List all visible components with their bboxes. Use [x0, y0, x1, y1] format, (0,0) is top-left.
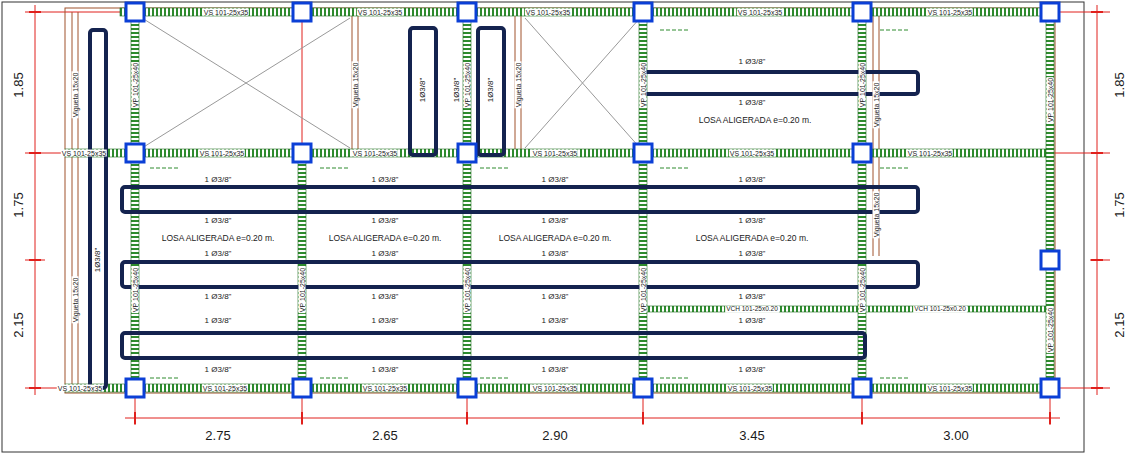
beam-label: VCH 101-25x0.20: [913, 306, 967, 313]
beam-label: VP 101-25x40: [1047, 307, 1054, 353]
rebar-label: 1 Ø3/8": [739, 217, 766, 225]
beam-label: VS 101-25x35: [907, 150, 953, 157]
beam-label: VP 101-25x40: [1047, 77, 1054, 123]
dimension-label: 1.75: [1113, 192, 1126, 217]
rebar-label: 1 Ø3/8": [205, 317, 232, 325]
slab-label: LOSA ALIGERADA e=0.20 m.: [499, 234, 612, 243]
rebar-label: 1 Ø3/8": [542, 293, 569, 301]
rebar-label: 1 Ø3/8": [205, 250, 232, 258]
rebar-label: 1 Ø3/8": [542, 366, 569, 374]
joist-label: Vigueta 15x20: [873, 82, 880, 129]
beam-label: VS 101-25x35: [927, 9, 973, 16]
beam-label: VS 101-25x35: [203, 9, 249, 16]
rebar-label: 1 Ø3/8": [739, 293, 766, 301]
rebar-label: 1 Ø3/8": [205, 366, 232, 374]
joist-label: Vigueta 15x20: [873, 192, 880, 239]
beam-label: VS 101-25x35: [532, 385, 578, 392]
slab-label: LOSA ALIGERADA e=0.20 m.: [162, 234, 275, 243]
beam-label: VP 101-25x40: [640, 267, 647, 313]
slab-label: LOSA ALIGERADA e=0.20 m.: [696, 234, 809, 243]
rebar-label: 1 Ø3/8": [372, 366, 399, 374]
rebar-label: 1 Ø3/8": [542, 317, 569, 325]
rebar-label: 1Ø3/8": [419, 78, 427, 103]
beam-label: VS 101-25x35: [729, 150, 775, 157]
rebar-label: 1 Ø3/8": [205, 176, 232, 184]
joist-label: Vigueta 15x20: [72, 72, 79, 119]
beam-label: VP 101-25x40: [299, 267, 306, 313]
rebar-label: 1 Ø3/8": [739, 58, 766, 66]
dimension-label: 2.90: [542, 429, 567, 442]
beam-label: VS 101-25x35: [737, 9, 783, 16]
rebar-label: 1 Ø3/8": [542, 250, 569, 258]
dimension-label: 1.75: [12, 192, 25, 217]
rebar-label: 1 Ø3/8": [739, 99, 766, 107]
dimension-label: 1.85: [12, 72, 25, 97]
rebar-label: 1 Ø3/8": [739, 366, 766, 374]
rebar-label: 1 Ø3/8": [205, 293, 232, 301]
beam-label: VP 101-25x40: [859, 267, 866, 313]
slab-label: LOSA ALIGERADA e=0.20 m.: [699, 116, 812, 125]
rebar-label: 1 Ø3/8": [372, 293, 399, 301]
joist-label: Vigueta 15x20: [352, 62, 359, 109]
beam-label: VP 101-25x40: [464, 267, 471, 313]
joist-label: Vigueta 15x20: [515, 62, 522, 109]
dimension-label: 2.15: [1113, 312, 1126, 337]
beam-label: VS 101-25x35: [352, 150, 398, 157]
beam-label: VP 101-25x40: [859, 62, 866, 108]
rebar-label: 1 Ø3/8": [542, 217, 569, 225]
beam-label: VS 101-25x35: [202, 385, 248, 392]
dimension-label: 2.75: [205, 429, 230, 442]
beam-label: VS 101-25x35: [57, 385, 103, 392]
rebar-label: 1 Ø3/8": [739, 317, 766, 325]
slab-label: LOSA ALIGERADA e=0.20 m.: [329, 234, 442, 243]
beam-label: VS 101-25x35: [357, 9, 403, 16]
joist-label: Vigueta 15x20: [72, 277, 79, 324]
rebar-label: 1 Ø3/8": [372, 217, 399, 225]
rebar-label: 1 Ø3/8": [372, 176, 399, 184]
rebar-label: 1 Ø3/8": [372, 250, 399, 258]
beam-label: VP 101-25x40: [640, 62, 647, 108]
rebar-label: 1 Ø3/8": [739, 250, 766, 258]
beam-label: VS 101-25x35: [362, 385, 408, 392]
dimension-label: 2.65: [372, 429, 397, 442]
beam-label: VCH 101-25x0.20: [725, 306, 779, 313]
beam-label: VP 101-25x40: [132, 267, 139, 313]
rebar-label: 1Ø3/8": [487, 78, 495, 103]
rebar-label: 1Ø3/8": [94, 248, 102, 273]
beam-label: VS 101-25x35: [927, 385, 973, 392]
rebar-label: 1Ø3/8": [453, 78, 461, 103]
rebar-label: 1 Ø3/8": [739, 176, 766, 184]
dimension-label: 1.85: [1113, 72, 1126, 97]
beam-label: VP 101-25x40: [464, 62, 471, 108]
beam-label: VS 101-25x35: [727, 385, 773, 392]
beam-label: VP 101-25x40: [132, 62, 139, 108]
beam-label: VS 101-25x35: [532, 150, 578, 157]
rebar-label: 1 Ø3/8": [205, 217, 232, 225]
beam-label: VS 101-25x35: [61, 150, 107, 157]
dimension-label: 3.45: [739, 429, 764, 442]
beam-label: VS 101-25x35: [525, 9, 571, 16]
dimension-label: 2.15: [12, 312, 25, 337]
rebar-label: 1 Ø3/8": [372, 317, 399, 325]
rebar-label: 1 Ø3/8": [542, 176, 569, 184]
beam-label: VS 101-25x35: [199, 150, 245, 157]
dimension-label: 3.00: [943, 429, 968, 442]
